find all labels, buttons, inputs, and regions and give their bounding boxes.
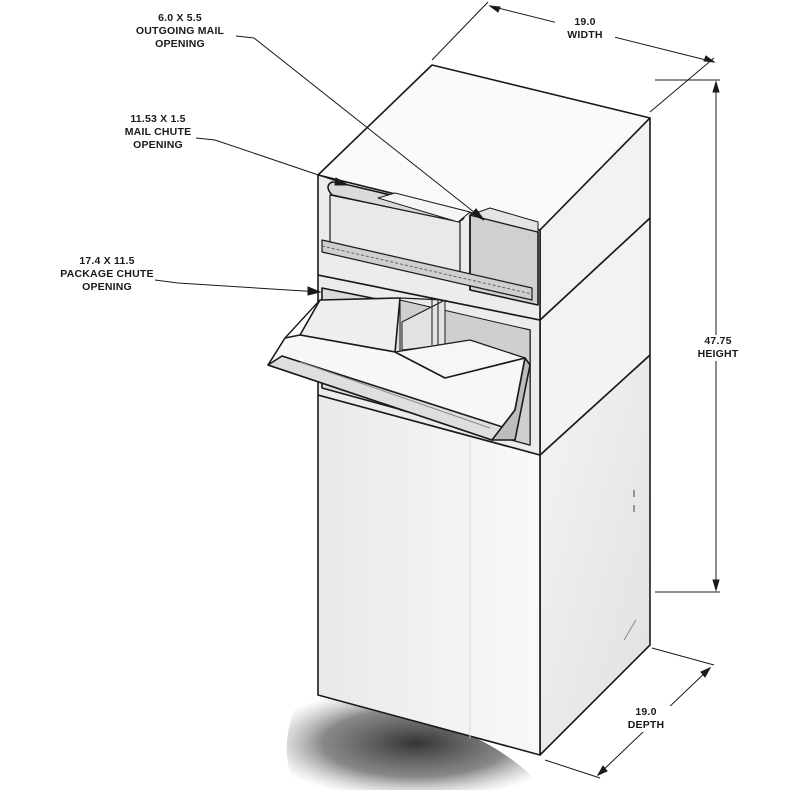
ground-shadow (286, 695, 545, 790)
height-value: 47.75 (704, 335, 732, 347)
mail-chute-leader (195, 137, 349, 186)
mail-chute-label: 11.53 X 1.5 MAIL CHUTE OPENING (108, 113, 208, 152)
package-chute-label: 17.4 X 11.5 PACKAGE CHUTE OPENING (52, 255, 162, 294)
package-chute-line1: PACKAGE CHUTE (60, 268, 154, 280)
width-text: WIDTH (567, 29, 603, 41)
outgoing-mail-line1: OUTGOING MAIL (135, 25, 225, 37)
depth-label: 19.0 DEPTH (616, 706, 676, 732)
mail-chute-line2: OPENING (133, 139, 183, 151)
package-chute-line2: OPENING (82, 281, 132, 293)
outgoing-mail-leader (235, 35, 485, 221)
depth-text: DEPTH (627, 719, 665, 731)
depth-value: 19.0 (635, 706, 657, 718)
package-chute-leader (154, 279, 321, 293)
package-chute-door (267, 297, 531, 441)
outgoing-mail-dimension: 6.0 X 5.5 (158, 12, 202, 24)
width-value: 19.0 (574, 16, 596, 28)
pedestal (317, 354, 651, 756)
height-label: 47.75 HEIGHT (690, 335, 746, 361)
mail-chute-line1: MAIL CHUTE (124, 126, 192, 138)
outgoing-mail-line2: OPENING (155, 38, 205, 50)
leader-lines (154, 35, 485, 296)
dimension-lines (431, 1, 720, 779)
outgoing-mail-label: 6.0 X 5.5 OUTGOING MAIL OPENING (120, 12, 240, 51)
pedestal-front (317, 394, 541, 756)
width-label: 19.0 WIDTH (555, 16, 615, 42)
height-text: HEIGHT (697, 348, 739, 360)
mail-chute-dimension: 11.53 X 1.5 (130, 113, 186, 125)
package-chute-dimension: 17.4 X 11.5 (79, 255, 135, 267)
top-section (317, 64, 651, 321)
